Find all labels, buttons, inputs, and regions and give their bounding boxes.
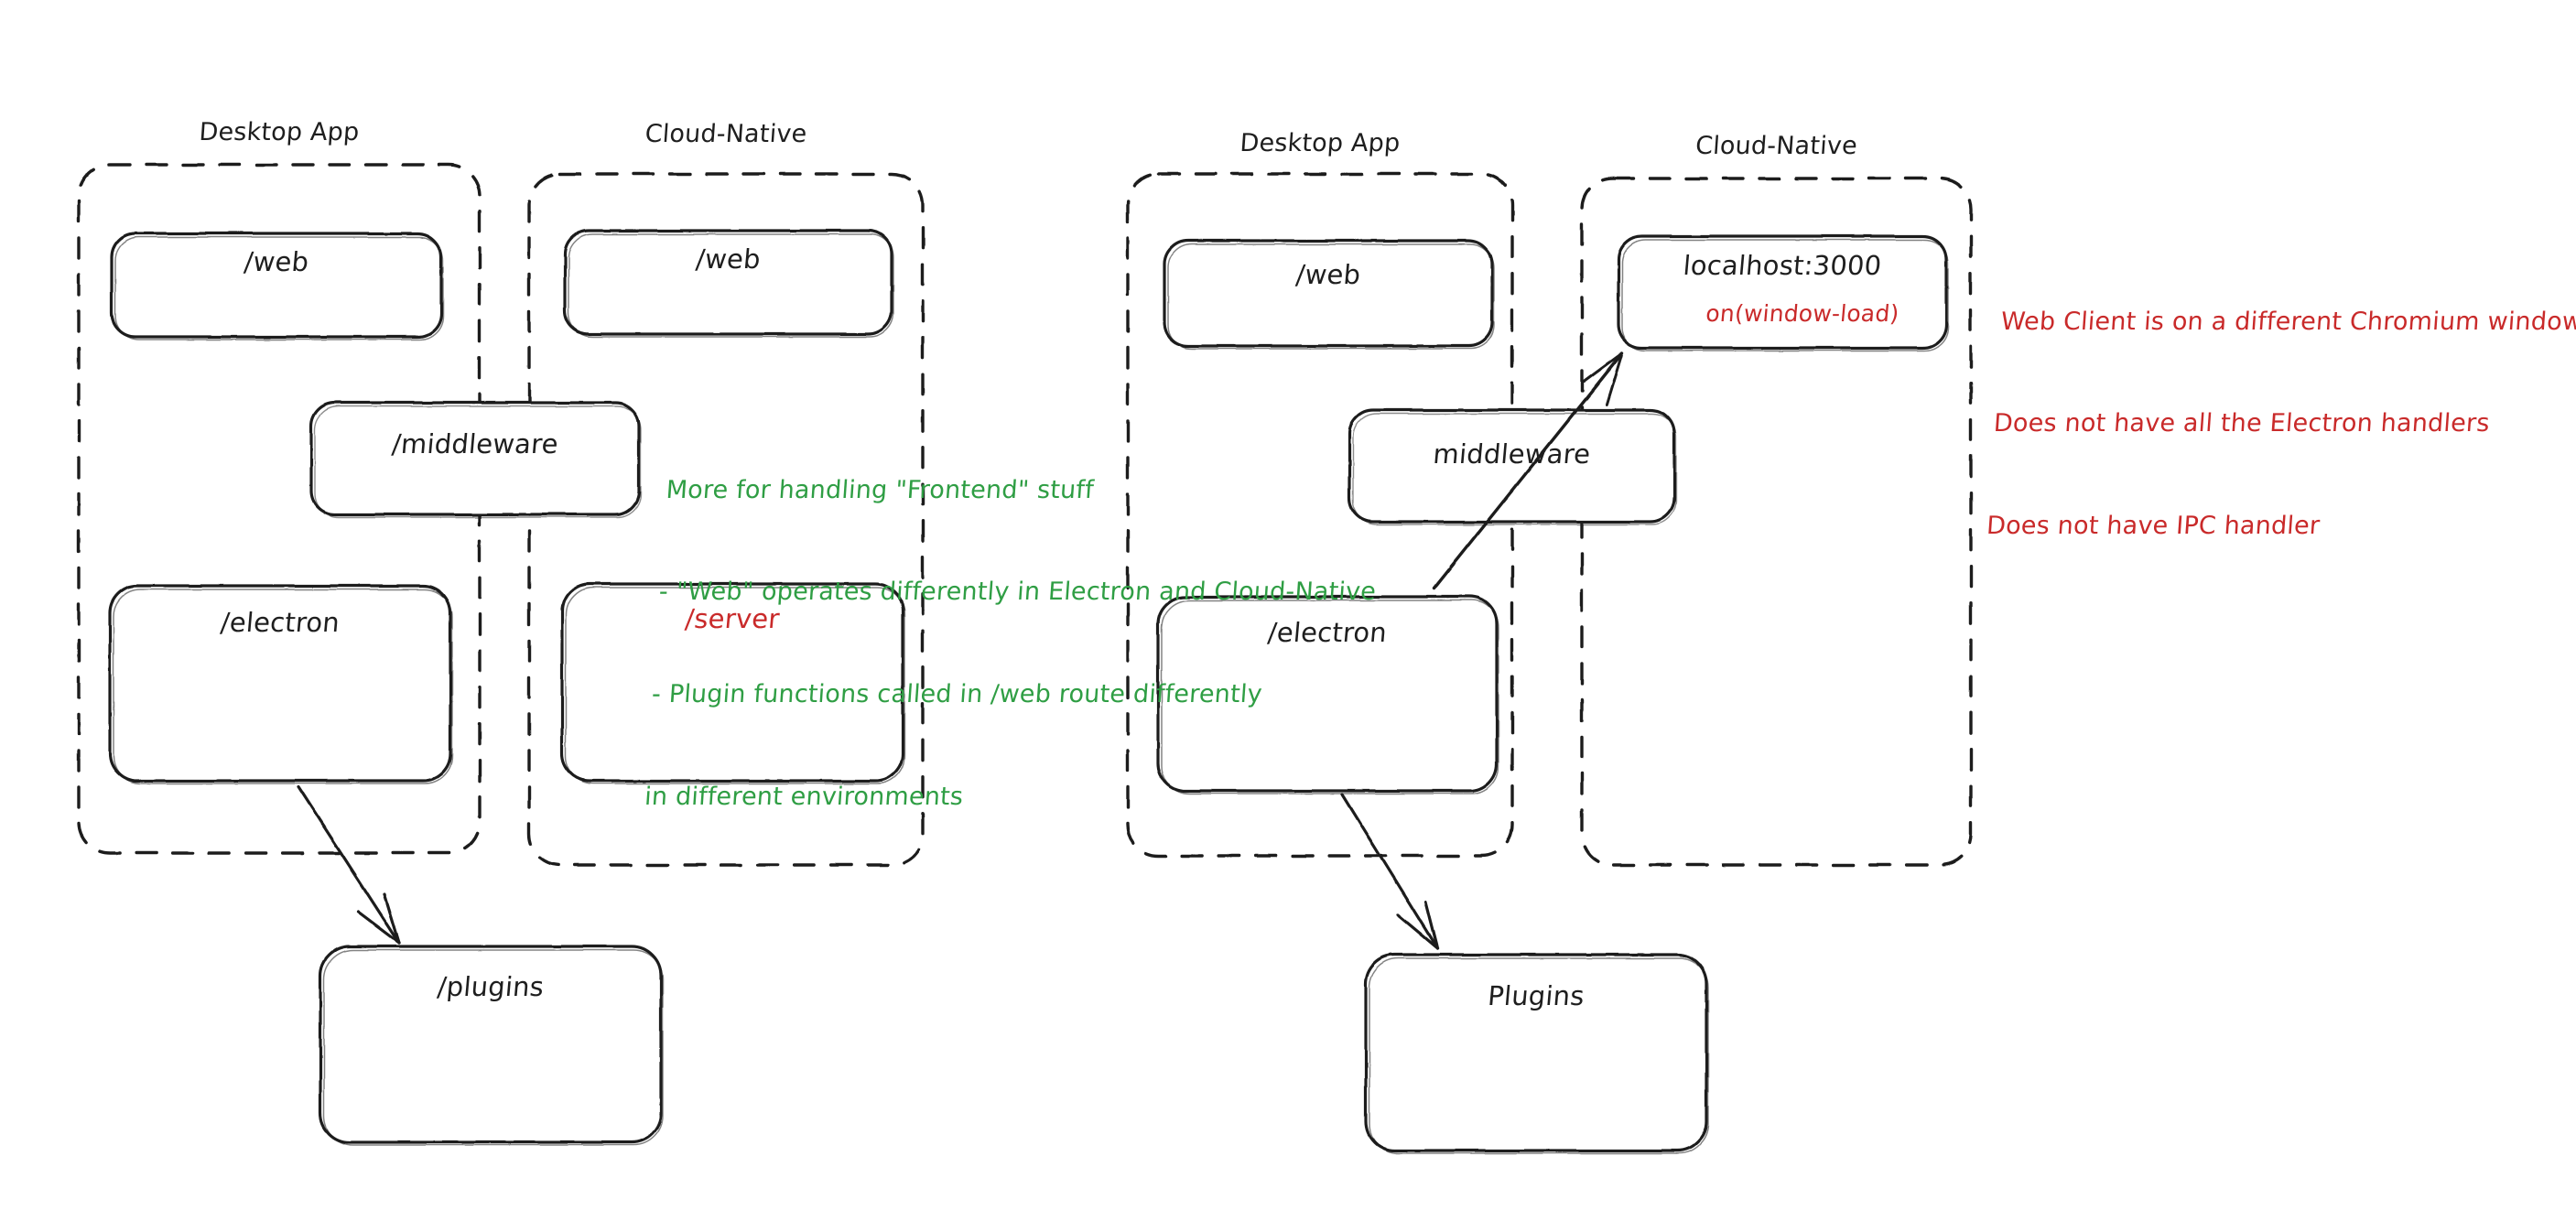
left-group-label-cloud-native: Cloud-Native: [644, 120, 808, 148]
left-note-green-line-2: - "Web" operates differently in Electron…: [657, 578, 1378, 607]
left-box-label-electron: /electron: [219, 607, 341, 638]
right-box-sublabel-on-window-load: on(window-load): [1705, 300, 1900, 327]
right-box-label-electron: /electron: [1266, 617, 1389, 648]
left-box-label-plugins: /plugins: [436, 971, 546, 1002]
right-arrow-electron-to-localhost: [1432, 351, 1624, 590]
right-group-label-cloud-native: Cloud-Native: [1694, 132, 1858, 160]
right-note-red-line-3: Does not have IPC handler: [1986, 512, 2322, 540]
left-group-label-desktop-app: Desktop App: [198, 118, 361, 146]
right-box-label-plugins: Plugins: [1486, 980, 1586, 1011]
left-box-label-middleware: /middleware: [390, 428, 560, 459]
right-box-label-web: /web: [1294, 259, 1362, 290]
left-box-label-web-desktop: /web: [243, 246, 310, 277]
right-note-red-line-1: Web Client is on a different Chromium wi…: [1999, 307, 2576, 336]
right-box-label-localhost: localhost:3000: [1682, 250, 1883, 281]
left-box-label-web-cloud: /web: [694, 243, 763, 275]
left-note-green-line-4: in different environments: [644, 782, 965, 811]
right-note-red-line-2: Does not have all the Electron handlers: [1992, 409, 2491, 438]
left-note-green-line-3: - Plugin functions called in /web route …: [651, 680, 1263, 708]
left-arrow-electron-to-plugins: [297, 785, 401, 945]
right-note-red: Web Client is on a different Chromium wi…: [1981, 236, 2576, 611]
right-group-label-desktop-app: Desktop App: [1239, 129, 1402, 157]
right-box-web-shape: [1163, 239, 1495, 350]
left-note-green-line-1: More for handling "Frontend" stuff: [665, 475, 1095, 504]
right-box-label-middleware: middleware: [1432, 438, 1592, 470]
